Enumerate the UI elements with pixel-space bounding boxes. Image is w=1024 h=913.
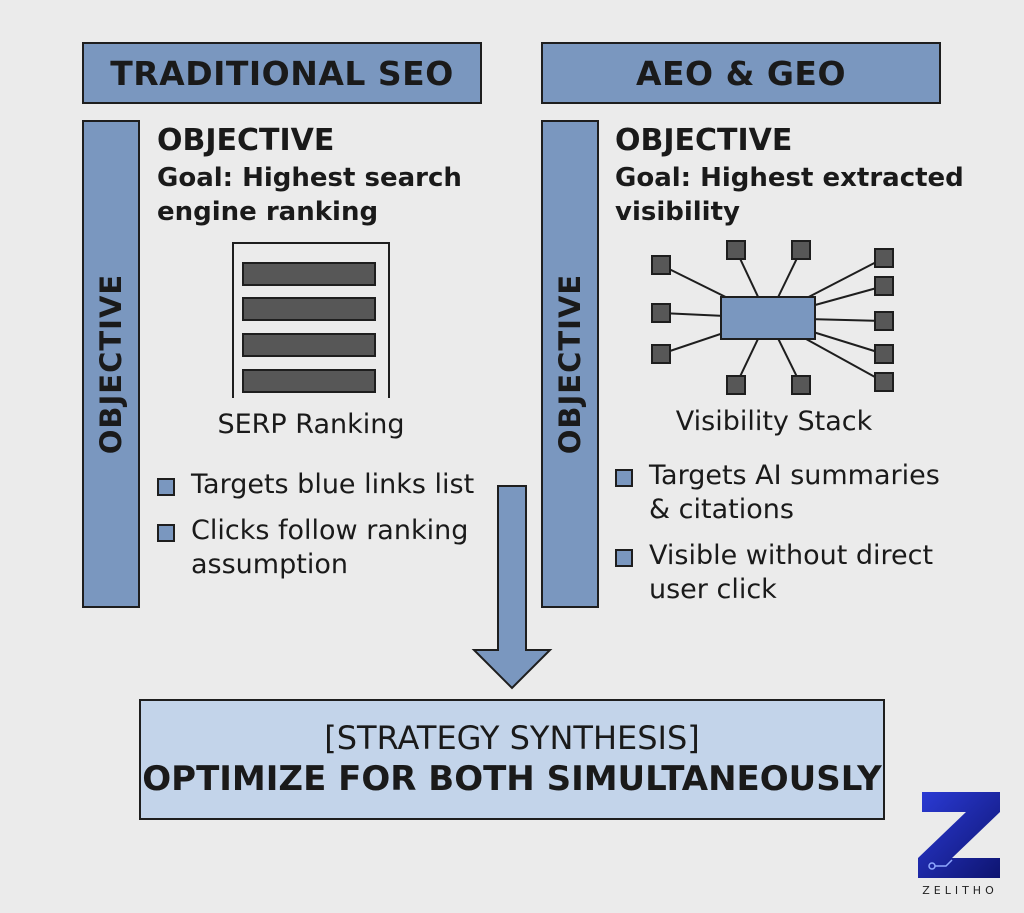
bullet-text: & citations (649, 494, 794, 525)
list-item: Targets blue links list (157, 468, 487, 502)
synthesis-statement: OPTIMIZE FOR BOTH SIMULTANEOUSLY (142, 759, 882, 799)
right-objective-title: OBJECTIVE (615, 123, 793, 158)
logo-wordmark: ZELITHO (922, 884, 998, 897)
bullet-text: assumption (191, 549, 348, 580)
left-objective-title: OBJECTIVE (157, 123, 335, 158)
right-sidebar-label: OBJECTIVE (553, 273, 587, 455)
serp-bar-1 (242, 262, 376, 286)
bullet-square-icon (615, 549, 633, 567)
bullet-square-icon (157, 478, 175, 496)
left-objective-sidebar: OBJECTIVE (82, 120, 140, 608)
right-objective-sidebar: OBJECTIVE (541, 120, 599, 608)
bullet-text: Targets blue links list (191, 469, 475, 500)
right-bullet-list: Targets AI summaries & citations Visible… (615, 459, 975, 607)
serp-bar-3 (242, 333, 376, 357)
left-bullet-list: Targets blue links list Clicks follow ra… (157, 468, 487, 582)
left-goal-line1: Goal: Highest search (157, 163, 462, 193)
z-logo-mark-icon (918, 792, 1000, 878)
zelitho-logo: ZELITHO (912, 788, 1008, 906)
visibility-stack-caption: Visibility Stack (675, 406, 873, 437)
list-item: Visible without direct user click (615, 539, 975, 607)
bullet-text: user click (649, 574, 777, 605)
serp-ranking-caption: SERP Ranking (217, 409, 405, 440)
list-item: Targets AI summaries & citations (615, 459, 975, 527)
left-sidebar-label: OBJECTIVE (94, 273, 128, 455)
traditional-seo-header: TRADITIONAL SEO (82, 42, 482, 104)
list-item: Clicks follow ranking assumption (157, 514, 487, 582)
bullet-text: Clicks follow ranking (191, 515, 469, 546)
bullet-text: Visible without direct (649, 540, 934, 571)
bullet-square-icon (157, 524, 175, 542)
visibility-stack-icon (651, 240, 894, 395)
serp-bar-4 (242, 369, 376, 393)
right-goal-line2: visibility (615, 197, 740, 227)
aeo-geo-header: AEO & GEO (541, 42, 941, 104)
left-goal-line2: engine ranking (157, 197, 379, 227)
synthesis-label: [STRATEGY SYNTHESIS] (324, 719, 700, 757)
serp-bar-2 (242, 297, 376, 321)
down-arrow-icon (471, 485, 553, 690)
strategy-synthesis-box: [STRATEGY SYNTHESIS] OPTIMIZE FOR BOTH S… (139, 699, 885, 820)
right-goal-line1: Goal: Highest extracted (615, 163, 964, 193)
bullet-text: Targets AI summaries (649, 460, 940, 491)
serp-ranking-icon (232, 242, 390, 398)
bullet-square-icon (615, 469, 633, 487)
